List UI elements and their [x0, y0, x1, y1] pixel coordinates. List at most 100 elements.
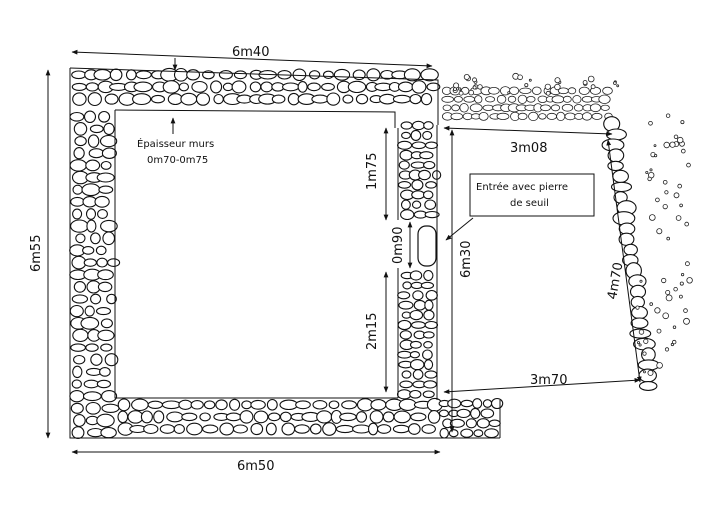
wall-stone — [309, 423, 322, 435]
gravel-dot — [477, 84, 483, 90]
wall-stone — [72, 328, 89, 343]
wall-stone — [106, 293, 117, 305]
gravel-dot — [517, 74, 523, 81]
wall-stone — [488, 87, 500, 95]
wall-stone — [153, 410, 165, 424]
wall-stone — [101, 390, 118, 403]
wall-stone — [271, 94, 286, 104]
wall-stone — [423, 341, 433, 349]
wall-stone — [517, 94, 528, 104]
wall-stone — [167, 93, 183, 106]
gravel-dot — [639, 279, 643, 283]
wall-stone — [213, 93, 224, 105]
gravel-dot — [616, 84, 620, 88]
wall-stone — [409, 340, 422, 349]
wall-stone — [83, 379, 100, 389]
wall-stone — [474, 95, 483, 104]
gravel-dot — [680, 272, 685, 277]
wall-stone — [425, 289, 438, 301]
gravel-dot — [468, 89, 475, 96]
wall-stone — [589, 103, 602, 113]
wall-stone — [81, 183, 101, 197]
wall-stone — [410, 161, 426, 169]
wall-stone — [99, 367, 111, 377]
wall-stone — [281, 422, 296, 436]
wall-stone — [279, 411, 292, 423]
gravel-dot — [654, 307, 661, 314]
wall-stone — [71, 70, 87, 80]
wall-stone — [70, 219, 89, 233]
wall-stone — [551, 95, 565, 104]
label-annex-height: 6m30 — [459, 241, 474, 278]
wall-stone — [87, 92, 102, 107]
wall-stone — [74, 136, 87, 147]
wall-stone — [96, 379, 112, 389]
gravel-dot — [582, 80, 588, 85]
gravel-dot — [662, 312, 669, 320]
wall-stone — [397, 140, 413, 150]
wall-stone — [367, 422, 379, 436]
wall-stone — [222, 82, 234, 92]
wall-stone — [73, 281, 87, 293]
wall-stone — [239, 410, 254, 424]
wall-stone — [564, 112, 576, 121]
gravel-dot — [472, 85, 477, 90]
entrance-pointer — [445, 217, 474, 241]
wall-stone — [131, 398, 149, 412]
gravel-dot — [463, 74, 470, 81]
wall-stone — [460, 399, 474, 408]
wall-stone — [173, 67, 189, 82]
wall-stone — [88, 148, 105, 159]
gravel-dot — [679, 281, 684, 286]
gravel-dot — [645, 170, 649, 174]
wall-stone — [72, 92, 87, 106]
wall-stone — [328, 400, 340, 410]
wall-stone — [73, 414, 86, 427]
wall-stone — [70, 343, 86, 352]
wall-stone — [82, 246, 95, 255]
wall-stone — [96, 413, 115, 428]
wall-stone — [407, 423, 421, 435]
gravel-dot — [554, 77, 561, 84]
gravel-dot — [673, 192, 680, 199]
gravel-dot — [680, 148, 686, 154]
wall-stone — [339, 412, 357, 422]
wall-stone — [147, 400, 164, 409]
wall-stone — [546, 112, 558, 120]
wall-stone — [87, 134, 100, 148]
wall-stone — [482, 104, 494, 111]
wall-stone — [401, 131, 411, 140]
wall-stone — [104, 353, 119, 367]
wall-stone — [162, 80, 180, 94]
wall-stone — [401, 370, 412, 379]
wall-stone — [423, 160, 436, 170]
wall-stone — [282, 82, 300, 92]
wall-stone — [96, 257, 108, 268]
wall-stone — [101, 147, 117, 159]
stone-walls — [69, 67, 660, 440]
wall-stone — [490, 397, 504, 410]
wall-stone — [70, 402, 84, 414]
gravel-dot — [649, 168, 653, 172]
gravel-dot — [665, 113, 671, 118]
wall-stone — [186, 422, 203, 436]
wall-stone — [335, 424, 355, 434]
wall-stone — [333, 68, 351, 81]
dim-line-annex-top — [443, 125, 613, 137]
gravel-dot — [653, 154, 658, 158]
wall-stone — [476, 418, 490, 429]
gravel-dot — [554, 83, 561, 91]
wall-stone — [127, 410, 144, 424]
wall-stone — [311, 94, 329, 104]
wall-stone — [85, 159, 101, 172]
wall-stone — [133, 81, 153, 93]
wall-stone — [103, 122, 115, 136]
wall-stone — [496, 94, 507, 104]
dim-line-top — [71, 49, 433, 69]
wall-stone — [90, 293, 102, 305]
wall-stone — [292, 68, 307, 82]
wall-stone — [392, 424, 410, 434]
wall-stone — [203, 400, 216, 410]
wall-stone — [393, 410, 411, 424]
wall-stone — [423, 359, 434, 370]
